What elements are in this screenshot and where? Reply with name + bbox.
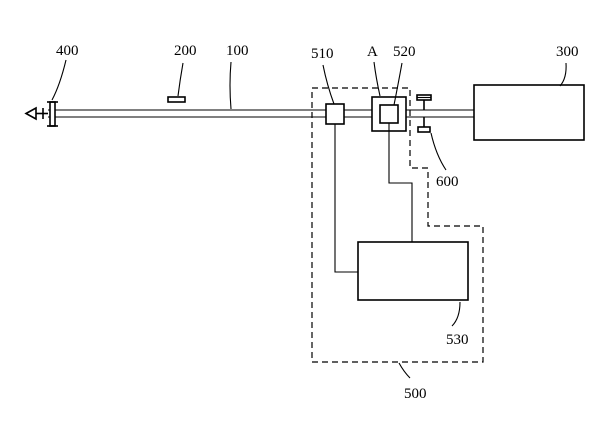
label-600: 600 <box>436 174 459 190</box>
label-520: 520 <box>393 44 416 60</box>
unit-520 <box>379 104 399 124</box>
leader-lines <box>51 59 567 379</box>
nozzle-400 <box>24 101 58 127</box>
label-200: 200 <box>174 43 197 59</box>
label-300: 300 <box>556 44 579 60</box>
controller-530 <box>357 241 469 301</box>
wiring <box>334 123 413 273</box>
label-400: 400 <box>56 43 79 59</box>
label-100: 100 <box>226 43 249 59</box>
label-510: 510 <box>311 46 334 62</box>
tank-300 <box>473 84 585 141</box>
label-a: A <box>367 44 378 60</box>
unit-510 <box>325 103 345 125</box>
system-500-boundary <box>311 87 484 363</box>
label-500: 500 <box>404 386 427 402</box>
label-530: 530 <box>446 332 469 348</box>
valve-600 <box>416 94 432 133</box>
sensor-200 <box>167 96 186 103</box>
